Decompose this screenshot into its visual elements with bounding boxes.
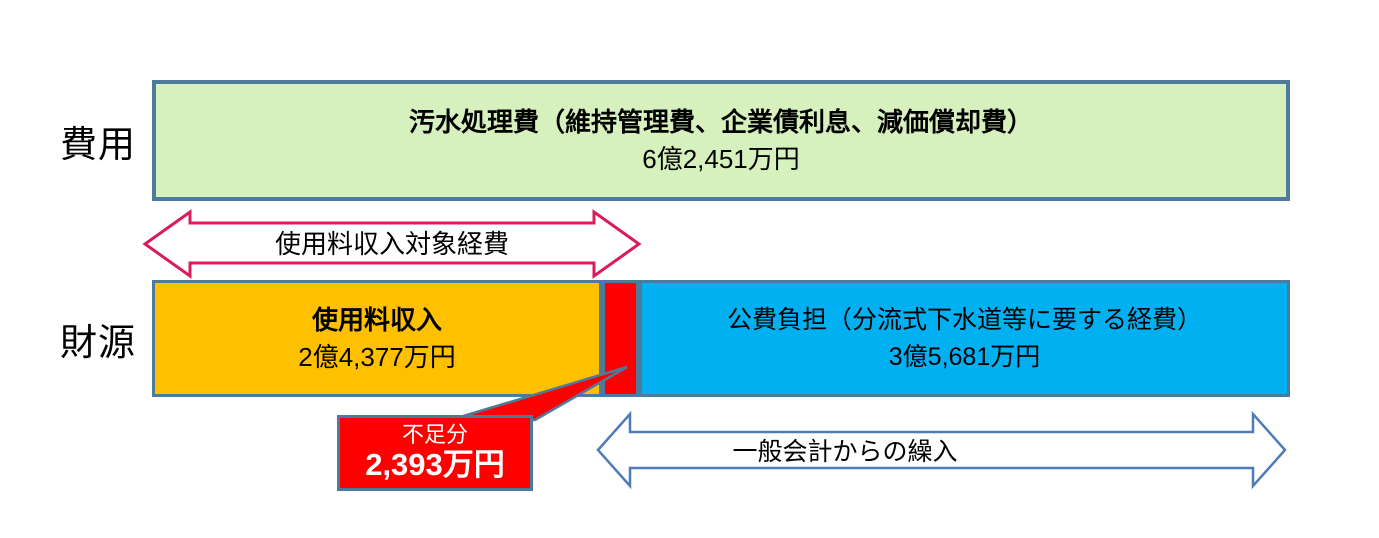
usage-fee-amount: 2億4,377万円	[298, 341, 456, 372]
public-burden-amount: 3億5,681万円	[888, 342, 1041, 371]
public-burden-title: 公費負担（分流式下水道等に要する経費）	[726, 305, 1202, 334]
transfer-arrow-label: 一般会計からの繰入	[732, 438, 958, 466]
transfer-arrow-shape	[596, 410, 1287, 490]
cost-bar-amount: 6億2,451万円	[642, 143, 800, 174]
fee-scope-arrow-shape	[142, 209, 642, 279]
shortfall-amount: 2,393万円	[365, 447, 505, 482]
cost-bar-title: 汚水処理費（維持管理費、企業債利息、減価償却費）	[408, 106, 1033, 137]
public-burden-bar: 公費負担（分流式下水道等に要する経費） 3億5,681万円	[639, 280, 1290, 397]
usage-fee-bar: 使用料収入 2億4,377万円	[152, 280, 602, 397]
usage-fee-title: 使用料収入	[311, 304, 442, 335]
transfer-double-arrow	[596, 410, 1287, 490]
fee-scope-arrow-label: 使用料収入対象経費	[274, 229, 509, 259]
fee-scope-double-arrow	[142, 209, 642, 279]
cost-bar: 汚水処理費（維持管理費、企業債利息、減価償却費） 6億2,451万円	[152, 80, 1290, 201]
shortfall-callout: 不足分 2,393万円	[337, 415, 533, 491]
cost-row-label: 費用	[60, 124, 136, 165]
shortfall-label: 不足分	[401, 422, 468, 447]
source-row-label: 財源	[60, 322, 136, 363]
